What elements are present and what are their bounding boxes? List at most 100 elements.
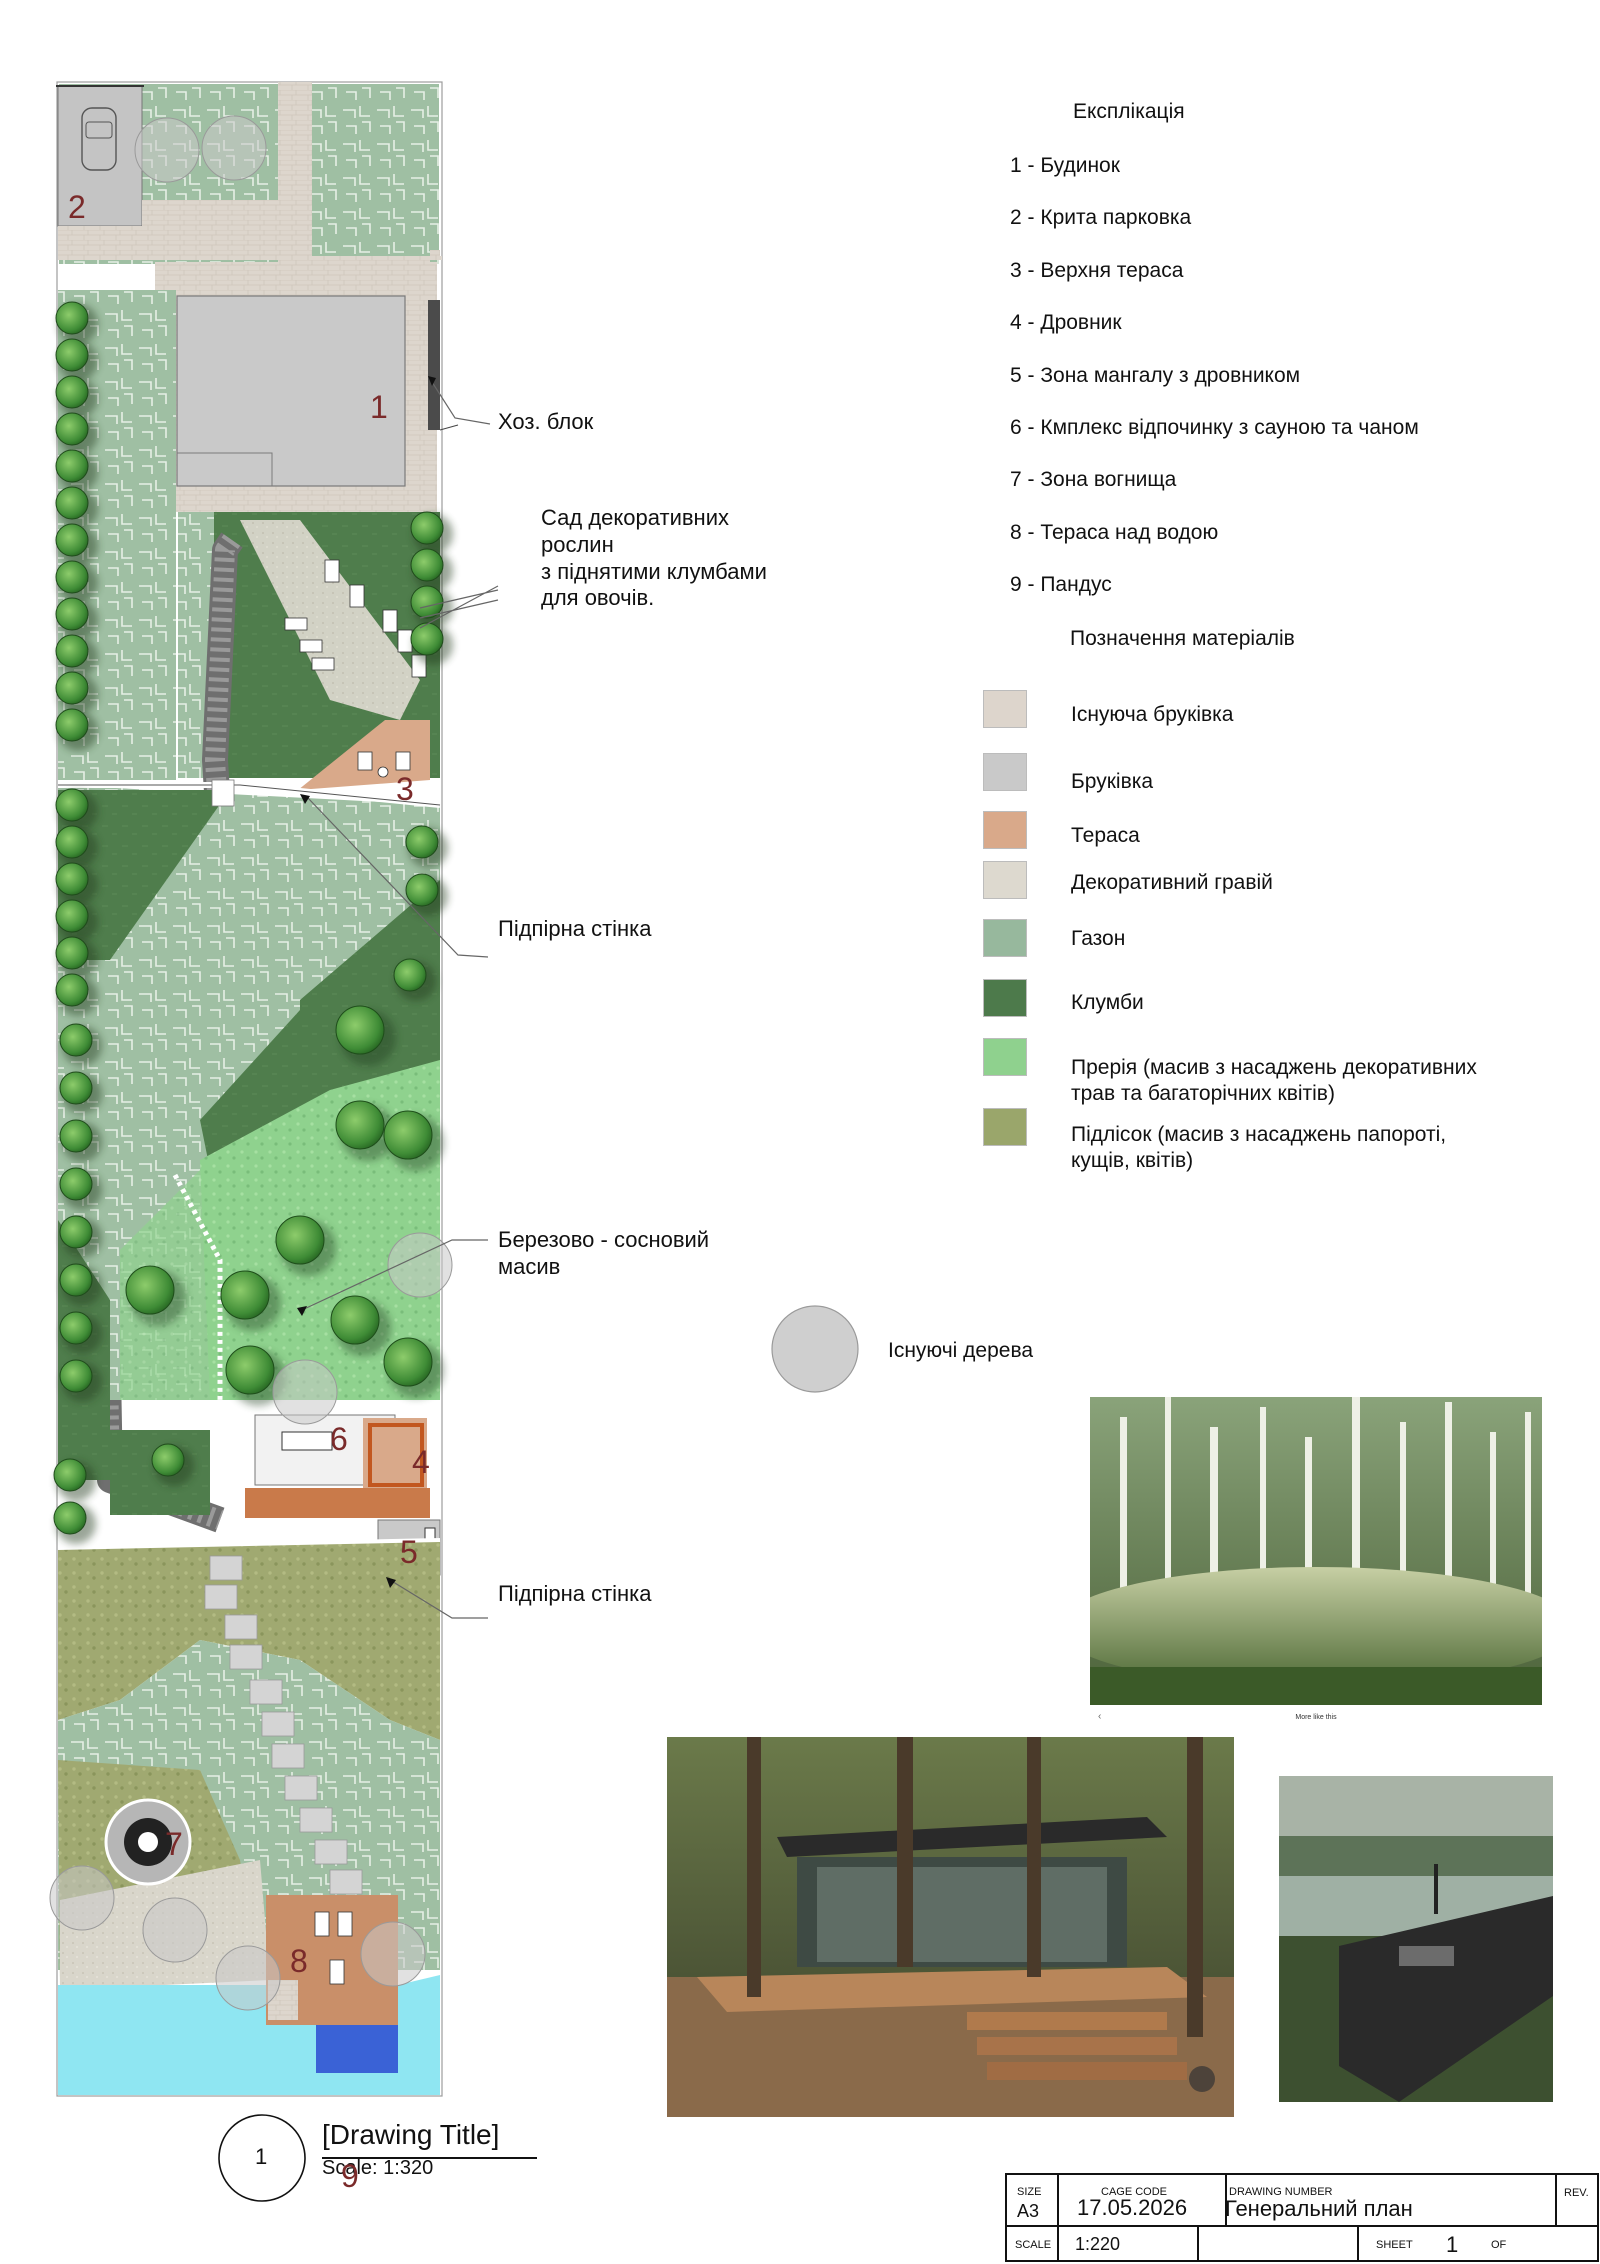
hedge-tree-icon: [55, 412, 89, 446]
size-value: A3: [1017, 2201, 1040, 2221]
legend-item: 2 - Крита парковка: [1010, 206, 1192, 229]
material-label: Клумби: [1071, 990, 1144, 1016]
existing-tree-icon: [215, 1945, 281, 2011]
title-block: SIZE A3 CAGE CODE 17.05.2026 DRAWING NUM…: [1005, 2173, 1599, 2262]
material-swatch: [983, 1038, 1027, 1076]
birch-pine-tree-icon: [275, 1215, 325, 1265]
material-swatch: [983, 861, 1027, 899]
drawing-number-value: Генеральний план: [1225, 2196, 1413, 2221]
hedge-tree-icon: [55, 788, 89, 822]
hedge-tree-icon: [59, 1119, 93, 1153]
hedge-tree-icon: [59, 1359, 93, 1393]
existing-tree-icon: [360, 1921, 426, 1987]
hedge-tree-icon: [55, 862, 89, 896]
hedge-tree-icon: [410, 585, 444, 619]
hedge-tree-icon: [405, 825, 439, 859]
drawing-number-label: DRAWING NUMBER: [1229, 2186, 1333, 2198]
material-swatch: [983, 690, 1027, 728]
cage-code-value: 17.05.2026: [1077, 2195, 1188, 2220]
material-label: Тераса: [1071, 823, 1140, 849]
hedge-tree-icon: [55, 560, 89, 594]
birch-pine-tree-icon: [383, 1337, 433, 1387]
hedge-tree-icon: [410, 511, 444, 545]
birch-pine-tree-icon: [330, 1295, 380, 1345]
material-label-line: Бруківка: [1071, 770, 1154, 793]
birch-pine-tree-icon: [220, 1270, 270, 1320]
hedge-tree-icon: [55, 301, 89, 335]
material-swatch: [983, 1108, 1027, 1146]
material-label: Декоративний гравій: [1071, 870, 1273, 896]
material-label-line: трав та багаторічних квітів): [1071, 1082, 1335, 1106]
sauna-pavilion-photo: [667, 1737, 1234, 2117]
legend-item: 4 - Дровник: [1010, 311, 1122, 334]
hedge-tree-icon: [53, 1458, 87, 1492]
zone-label-5: 5: [400, 1534, 418, 1570]
hedge-tree-icon: [55, 523, 89, 557]
material-swatch: [983, 753, 1027, 791]
birch-pine-tree-icon: [335, 1100, 385, 1150]
rev-label: REV.: [1564, 2187, 1589, 2199]
material-label-line: Прерія (масив з насаджень декоративних: [1071, 1056, 1477, 1079]
hedge-tree-icon: [55, 708, 89, 742]
callout-garden-line: рослин: [541, 531, 614, 557]
existing-tree-icon: [272, 1359, 338, 1425]
legend-item: 9 - Пандус: [1010, 573, 1112, 596]
material-label-line: Тераса: [1071, 824, 1140, 847]
material-swatch: [983, 979, 1027, 1017]
material-label: Газон: [1071, 926, 1125, 952]
hedge-tree-icon: [59, 1023, 93, 1057]
material-label: Підлісок (масив з насаджень папороті,кущ…: [1071, 1122, 1446, 1174]
callout-retaining-wall-upper: Підпірна стінка: [498, 916, 652, 941]
hedge-tree-icon: [55, 671, 89, 705]
sheet-label: SHEET: [1376, 2239, 1413, 2251]
callout-garden-line: Сад декоративних: [541, 505, 729, 530]
material-label-line: Декоративний гравій: [1071, 871, 1273, 894]
callout-birch-pine-line: масив: [498, 1253, 561, 1279]
hedge-tree-icon: [59, 1215, 93, 1249]
hedge-tree-icon: [393, 958, 427, 992]
legend-item: 7 - Зона вогнища: [1010, 468, 1177, 491]
legend-title: Експлікація: [1073, 100, 1185, 123]
material-label-line: Підлісок (масив з насаджень папороті,: [1071, 1123, 1447, 1146]
callout-birch-pine-line: Березово - сосновий: [498, 1227, 710, 1252]
callout-retaining-wall-lower: Підпірна стінка: [498, 1581, 652, 1606]
hedge-tree-icon: [55, 338, 89, 372]
hedge-tree-icon: [55, 449, 89, 483]
legend-item: 1 - Будинок: [1010, 154, 1120, 177]
hedge-tree-icon: [55, 936, 89, 970]
hedge-tree-icon: [55, 973, 89, 1007]
zone-label-3: 3: [396, 771, 414, 807]
zone-label-9: 9: [341, 2158, 359, 2194]
birch-prairie-photo: More like this ‹: [1090, 1397, 1542, 1727]
of-label: OF: [1491, 2239, 1507, 2251]
existing-tree-icon: [201, 115, 267, 181]
material-swatch: [983, 811, 1027, 849]
existing-trees-label: Існуючі дерева: [888, 1339, 1034, 1362]
hedge-tree-icon: [59, 1071, 93, 1105]
scale-value: 1:220: [1075, 2234, 1121, 2254]
hedge-tree-icon: [410, 622, 444, 656]
materials-title: Позначення матеріалів: [1070, 627, 1295, 650]
existing-tree-icon: [49, 1865, 115, 1931]
zone-label-7: 7: [165, 1826, 183, 1862]
water-deck-photo: [1279, 1776, 1553, 2102]
existing-tree-icon: [134, 117, 200, 183]
size-label: SIZE: [1017, 2186, 1042, 2198]
material-label: Бруківка: [1071, 769, 1153, 795]
legend-item: 8 - Тераса над водою: [1010, 521, 1219, 544]
callout-garden: Сад декоративних рослин з піднятими клум…: [541, 505, 767, 612]
material-label: Існуюча бруківка: [1071, 702, 1233, 728]
hedge-tree-icon: [55, 597, 89, 631]
material-swatch: [983, 919, 1027, 957]
callout-garden-line: з піднятими клумбами: [541, 558, 767, 584]
scale-label: SCALE: [1015, 2239, 1052, 2251]
hedge-tree-icon: [55, 634, 89, 668]
material-label-line: Існуюча бруківка: [1071, 703, 1234, 726]
more-like-this-caption[interactable]: More like this: [1295, 1714, 1337, 1721]
existing-tree-icon: [387, 1232, 453, 1298]
drawing-title: [Drawing Title]: [322, 2119, 500, 2150]
sheet-value: 1: [1446, 2232, 1459, 2257]
birch-pine-tree-icon: [335, 1005, 385, 1055]
birch-pine-tree-icon: [125, 1265, 175, 1315]
